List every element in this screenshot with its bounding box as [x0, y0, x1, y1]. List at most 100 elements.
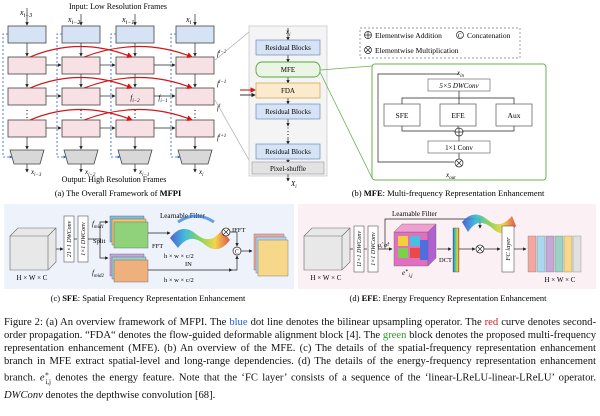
feat-label-mid: fi−1 [158, 94, 167, 104]
svg-text:H × W × C: H × W × C [311, 274, 342, 282]
legend-mult: Elementwise Multiplication [375, 46, 459, 55]
feat-label-top: fi−2 [130, 94, 140, 104]
panel-a-caption: (a) The Overall Framework of MFPI [55, 188, 182, 198]
svg-text:EFE: EFE [451, 111, 465, 120]
svg-text:FDA: FDA [281, 87, 295, 95]
mfe-x-in: xin [456, 69, 464, 79]
c-feature-stack-1 [109, 215, 149, 249]
b-block-mfe [255, 61, 321, 78]
input-x-3: xi [185, 15, 192, 26]
svg-text:FFT: FFT [152, 243, 163, 250]
svg-text:MFE: MFE [281, 66, 295, 74]
row-0 [7, 25, 215, 44]
second-order-curves [29, 45, 193, 121]
dots: ⋮ ⋮ ⋮ ⋮ [22, 109, 200, 120]
output-label: Output: High Resolution Frames [62, 175, 167, 184]
input-x-0: xi−3 [19, 8, 32, 19]
panel-d: H × W × C 11×1 DWConv 1×1 DWConv Learnab… [298, 204, 596, 303]
caption-red: red [484, 317, 499, 328]
svg-text:C: C [235, 250, 239, 256]
svg-text:Split: Split [93, 238, 105, 245]
legend-add: Elementwise Addition [375, 31, 442, 40]
c-fmid1: fmid1 [92, 220, 104, 230]
row-out [9, 149, 213, 165]
figure-caption: Figure 2: (a) An overview framework of M… [4, 317, 597, 402]
svg-text:FC layer: FC layer [505, 237, 512, 262]
out-x-1: xi−2 [84, 168, 96, 178]
svg-text:⋮: ⋮ [190, 109, 200, 120]
out-x-3: xi [198, 168, 204, 178]
svg-text:⋮: ⋮ [22, 109, 32, 120]
svg-text:Learnable Filter: Learnable Filter [160, 212, 206, 220]
svg-text:IFFT: IFFT [232, 227, 245, 234]
svg-text:Pixel-shuffle: Pixel-shuffle [270, 165, 306, 173]
svg-text:IN: IN [185, 261, 192, 268]
c-fmid2: fmid2 [92, 269, 104, 279]
figure-2: Input: Low Resolution Frames Output: Hig… [2, 2, 596, 303]
svg-text:1×1 Conv: 1×1 Conv [445, 144, 473, 152]
mfe-x-out: xout [445, 171, 456, 181]
caption-green: green [382, 330, 407, 342]
svg-text:C: C [458, 34, 462, 40]
svg-text:SFE: SFE [396, 111, 409, 120]
d-output-slices [527, 235, 582, 273]
b-block-res3 [255, 143, 321, 160]
svg-text:21×1 DWConv: 21×1 DWConv [67, 220, 73, 257]
input-x-2: xi−1 [121, 15, 134, 26]
input-label: Input: Low Resolution Frames [69, 2, 167, 11]
svg-text:Residual Blocks: Residual Blocks [265, 108, 311, 116]
legend-concat: Concatenation [467, 31, 511, 40]
d-input-cube [303, 227, 351, 271]
input-frame-labels: xi−3 xi−2 xi−1 xi [19, 8, 192, 26]
panel-c: H × W × C 21×1 DWConv 1×1 DWConv Split f… [4, 204, 294, 303]
svg-text:⋮: ⋮ [76, 109, 86, 120]
d-e-label: e∗i,j [402, 269, 413, 279]
svg-text:h × w × c/2: h × w × c/2 [164, 253, 194, 260]
out-x-0: xi−3 [30, 168, 42, 178]
svg-text:1×1 DWConv: 1×1 DWConv [81, 222, 87, 256]
caption-blue: blue [229, 317, 248, 328]
svg-text:11×1 DWConv: 11×1 DWConv [357, 231, 363, 267]
mfe-detail: xin 5×5 DWConv SFE EFE Aux 1×1 Conv xout [319, 63, 547, 181]
svg-text:Residual Blocks: Residual Blocks [265, 44, 311, 52]
upsampling-lines [2, 33, 181, 159]
svg-text:⋮: ⋮ [284, 126, 293, 136]
svg-text:⋮: ⋮ [130, 109, 140, 120]
b-x-out: Xi [290, 180, 297, 190]
b-block-res1 [255, 39, 321, 56]
caption-dwconv: DWConv [4, 390, 43, 402]
b-block-fda [255, 82, 321, 99]
svg-text:Aux: Aux [508, 111, 521, 120]
c-filter-surface [170, 214, 230, 250]
input-x-1: xi−2 [67, 15, 80, 26]
c-feature-stack-2 [109, 253, 149, 283]
d-dct-bar [452, 227, 460, 273]
f-label-1: fl−1 [217, 80, 226, 88]
svg-text:H × W × C: H × W × C [545, 276, 576, 284]
b-block-res2 [255, 103, 321, 120]
frame-columns [7, 25, 215, 165]
row-2 [7, 87, 215, 106]
f-label-2: fl [217, 104, 221, 112]
vertical-arrows [25, 8, 197, 173]
b-x-in: xi [285, 28, 291, 38]
panel-d-caption: (d) EFE: Energy Frequency Representation… [350, 293, 548, 303]
svg-text:Learnable Filter: Learnable Filter [392, 210, 438, 218]
panel-a: Input: Low Resolution Frames Output: Hig… [2, 2, 227, 198]
svg-text:1×1 DWConv: 1×1 DWConv [371, 232, 377, 266]
d-energy-cube [393, 223, 437, 267]
horizontal-arrows [46, 63, 176, 130]
svg-text:DCT: DCT [439, 257, 452, 264]
svg-text:h × w × c/2: h × w × c/2 [164, 277, 194, 284]
svg-text:H × W × C: H × W × C [17, 274, 48, 282]
c-output-stack [253, 233, 289, 277]
c-input-cube [9, 227, 57, 271]
panel-c-caption: (c) SFE: Spatial Frequency Representatio… [51, 293, 246, 303]
row-1 [7, 56, 215, 75]
legend: Elementwise Addition C Concatenation Ele… [359, 27, 521, 59]
caption-e: e [39, 372, 45, 384]
svg-text:Residual Blocks: Residual Blocks [265, 148, 311, 156]
b-block-shuffle [251, 161, 325, 175]
panel-b: xi Residual Blocks MFE FDA Residual Bloc… [214, 25, 545, 198]
out-x-2: xi−1 [138, 168, 149, 178]
